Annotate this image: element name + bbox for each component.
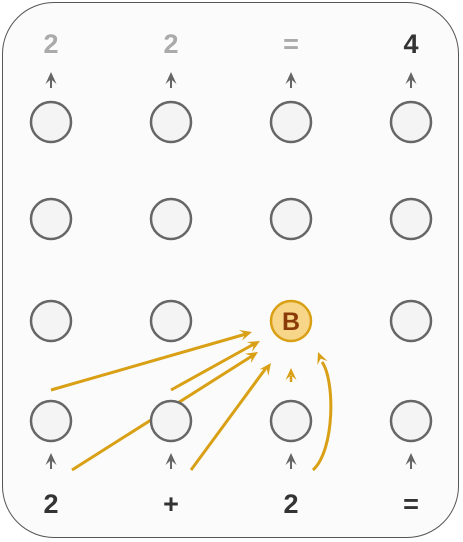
- input-arrow-col-1: [45, 453, 57, 465]
- node-r2-c3[interactable]: [269, 197, 313, 241]
- node-r3-c2[interactable]: [149, 299, 193, 343]
- node-r3-c1[interactable]: [29, 299, 73, 343]
- input-arrow-col-4: [405, 453, 417, 465]
- selected-node-label: B: [282, 308, 300, 336]
- wire-2-head: [246, 341, 260, 352]
- output-arrow-col-3: [285, 72, 297, 84]
- input-arrow-col-2: [165, 453, 177, 465]
- board-panel: [2, 2, 459, 538]
- output-arrow-col-2: [165, 72, 177, 84]
- node-r1-c1[interactable]: [29, 100, 73, 144]
- wire-6-head: [285, 368, 297, 380]
- node-r1-c2[interactable]: [149, 100, 193, 144]
- top-label-col-3: =: [283, 29, 299, 59]
- node-r1-c3[interactable]: [269, 100, 313, 144]
- wire-3-head: [244, 352, 258, 364]
- bottom-label-col-1: 2: [43, 489, 59, 519]
- wire-5-head: [317, 352, 328, 366]
- node-r2-c2[interactable]: [149, 197, 193, 241]
- bottom-label-col-4: =: [403, 489, 419, 519]
- bottom-label-col-2: +: [163, 489, 179, 519]
- top-label-col-1: 2: [43, 29, 59, 59]
- wire-5: [311, 361, 333, 472]
- output-arrow-col-4: [405, 72, 417, 84]
- node-r2-c1[interactable]: [29, 197, 73, 241]
- selected-node[interactable]: [269, 299, 313, 343]
- bottom-label-col-3: 2: [283, 489, 299, 519]
- node-r4-c1[interactable]: [29, 399, 73, 443]
- node-r4-c2[interactable]: [149, 399, 193, 443]
- node-r4-c3[interactable]: [269, 399, 313, 443]
- wire-1-head: [238, 330, 252, 341]
- wire-4-head: [259, 363, 271, 376]
- input-arrow-col-3: [285, 453, 297, 465]
- node-r2-c4[interactable]: [389, 197, 433, 241]
- top-label-col-2: 2: [163, 29, 179, 59]
- top-label-col-4: 4: [403, 29, 419, 59]
- wire-4: [189, 367, 268, 471]
- node-r1-c4[interactable]: [389, 100, 433, 144]
- wire-1: [50, 332, 247, 392]
- wire-2: [170, 342, 255, 392]
- node-r3-c4[interactable]: [389, 299, 433, 343]
- node-r4-c4[interactable]: [389, 399, 433, 443]
- output-arrow-col-1: [45, 72, 57, 84]
